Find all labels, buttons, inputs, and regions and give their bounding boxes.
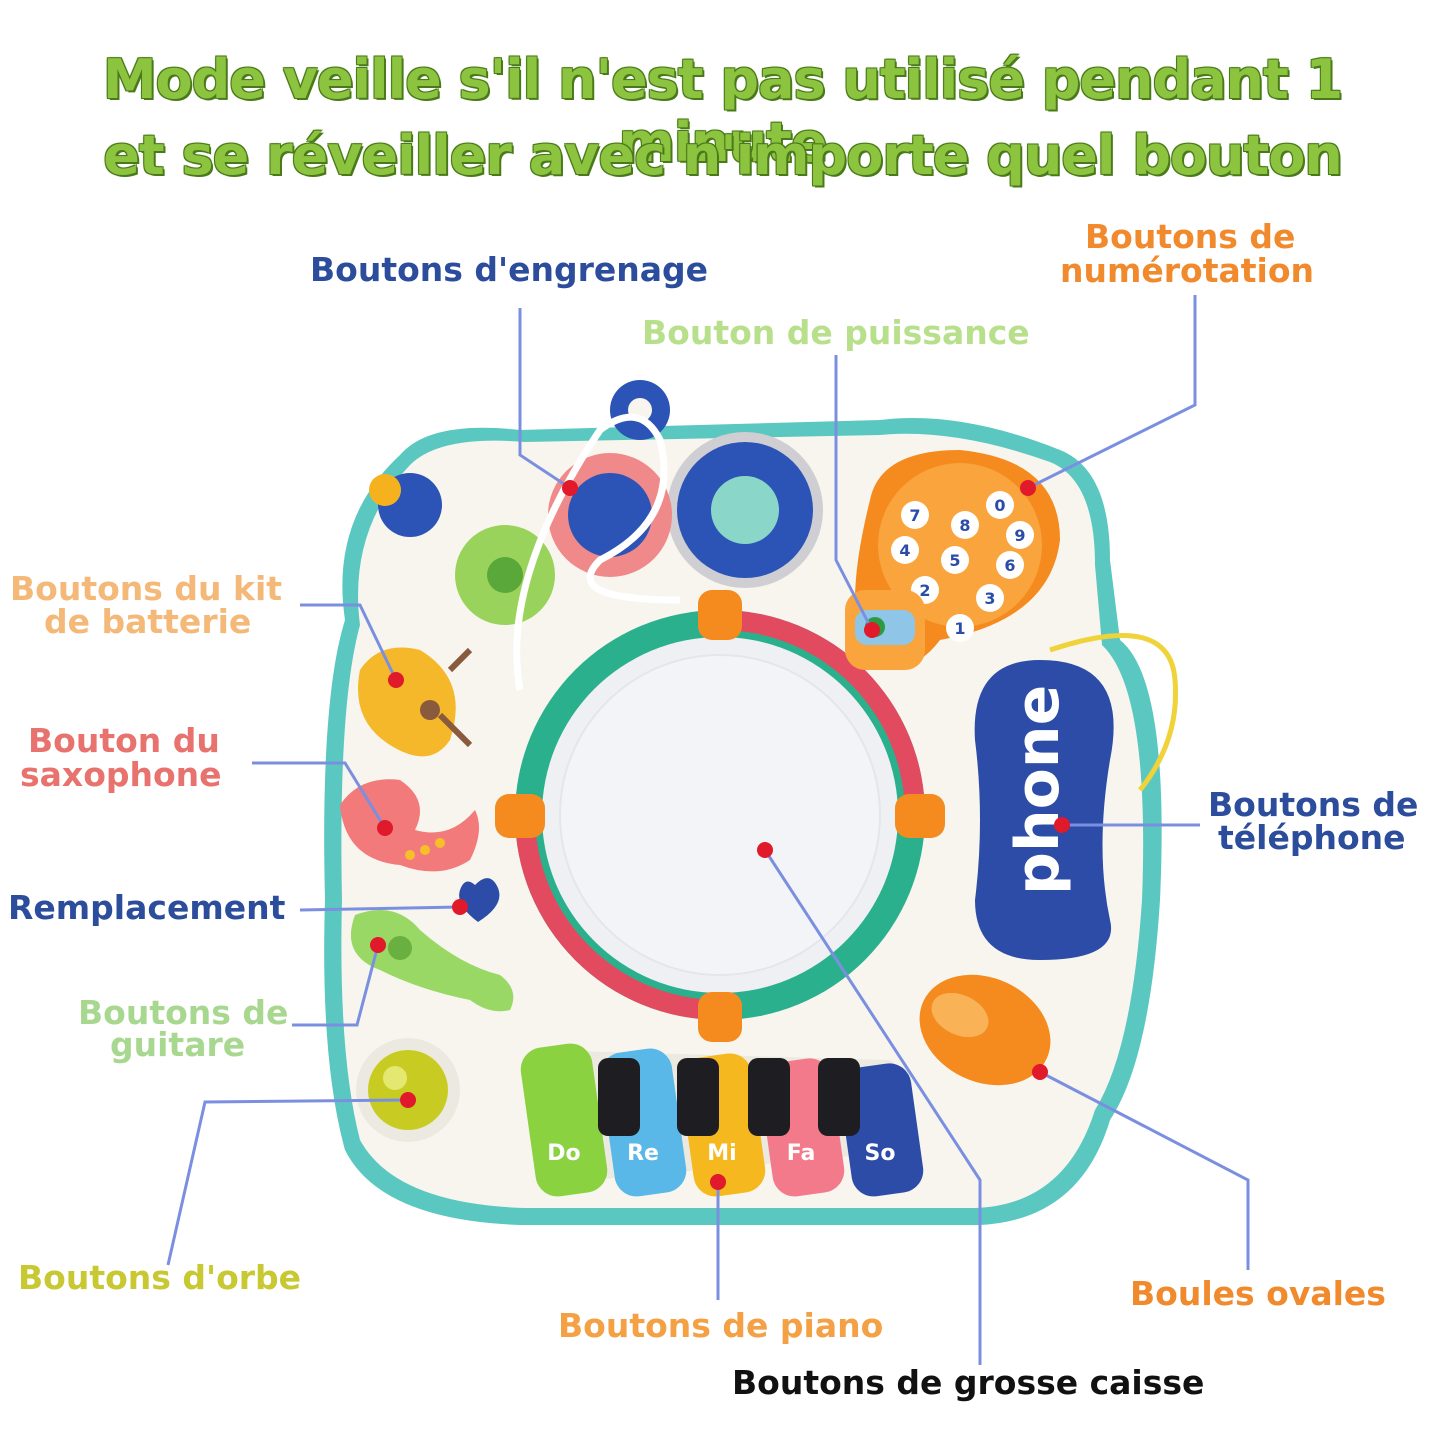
dial-button[interactable]: 3 — [976, 584, 1004, 612]
label-guitar-line-2: guitare — [110, 1025, 246, 1064]
dial-button[interactable]: 6 — [996, 551, 1024, 579]
label-phone-buttons-line-1: Boutons de — [1208, 785, 1419, 824]
piano-key[interactable]: So — [837, 1061, 926, 1200]
dial-button[interactable]: 1 — [946, 614, 974, 642]
dial-digit: 7 — [909, 506, 920, 525]
pointer-dot — [370, 937, 386, 953]
pointer-dots — [370, 480, 1070, 1190]
dial-button[interactable]: 7 — [901, 501, 929, 529]
dial-digit: 0 — [994, 496, 1005, 515]
gears[interactable] — [369, 380, 823, 691]
dial-button[interactable]: 5 — [941, 546, 969, 574]
label-bass-drum-buttons: Boutons de grosse caisse — [732, 1363, 1205, 1402]
headline-line-2: et se réveiller avec n'importe quel bout… — [103, 124, 1343, 187]
pointer-dot — [400, 1092, 416, 1108]
label-oval-balls: Boules ovales — [1130, 1274, 1386, 1313]
replacement-button[interactable] — [459, 878, 500, 922]
label-power-button: Bouton de puissance — [642, 313, 1030, 352]
dial-digit: 3 — [984, 589, 995, 608]
pointer-line — [299, 905, 461, 912]
dial-button[interactable]: 0 — [986, 491, 1014, 519]
piano-black-key[interactable] — [748, 1058, 790, 1136]
label-saxophone-line-1: Bouton du — [28, 721, 220, 760]
pointer-dot — [377, 820, 393, 836]
drum-kit[interactable] — [358, 647, 473, 757]
dial-digit: 8 — [959, 516, 970, 535]
pointer-line — [252, 761, 387, 829]
label-drum-kit-line-2: de batterie — [44, 602, 252, 641]
dial-buttons: 1 2 3 4 5 6 7 8 90 — [891, 491, 1034, 642]
headline-line-1: Mode veille s'il n'est pas utilisé penda… — [102, 48, 1343, 174]
label-guitar-line-1: Boutons de — [78, 993, 289, 1032]
label-saxophone-line-2: saxophone — [20, 755, 222, 794]
label-gear-buttons: Boutons d'engrenage — [310, 250, 709, 289]
label-dial-buttons-line-1: Boutons de — [1085, 217, 1296, 256]
piano-key-label: Re — [627, 1141, 659, 1166]
pointer-line — [834, 355, 874, 631]
phone-handset[interactable]: phone — [974, 632, 1179, 960]
piano-black-key[interactable] — [818, 1058, 860, 1136]
dial-digit: 1 — [954, 619, 965, 638]
label-phone-buttons-line-2: téléphone — [1218, 818, 1406, 857]
label-piano-buttons: Boutons de piano — [558, 1306, 884, 1345]
pointer-dot — [388, 672, 404, 688]
pointer-dot — [1020, 480, 1036, 496]
label-dial-buttons-line-2: numérotation — [1060, 251, 1314, 290]
dial-digit: 9 — [1014, 526, 1025, 545]
dial-digit: 2 — [919, 581, 930, 600]
guitar[interactable] — [350, 910, 514, 1012]
pointer-dot — [1032, 1064, 1048, 1080]
pointer-dot — [452, 899, 468, 915]
pointer-dot — [864, 622, 880, 638]
bass-drum[interactable] — [495, 590, 945, 1042]
dial-button[interactable]: 4 — [891, 536, 919, 564]
orb-button[interactable] — [356, 1038, 460, 1142]
pointer-line — [292, 944, 380, 1027]
piano-key-label: Do — [547, 1141, 580, 1166]
pointer-line — [166, 1098, 409, 1266]
pointer-dot — [562, 480, 578, 496]
saxophone[interactable] — [340, 779, 479, 872]
piano-key-label: So — [865, 1141, 896, 1166]
piano-key-label: Mi — [707, 1141, 736, 1166]
pointer-dot — [757, 842, 773, 858]
piano-key-label: Fa — [787, 1141, 816, 1166]
dial-digit: 6 — [1004, 556, 1015, 575]
pointer-line — [763, 849, 982, 1365]
piano-black-key[interactable] — [598, 1058, 640, 1136]
dial-digit: 5 — [949, 551, 960, 570]
pointer-dot — [710, 1174, 726, 1190]
pointer-line — [300, 603, 398, 681]
pointer-line — [1027, 295, 1197, 490]
dial-button[interactable]: 8 — [951, 511, 979, 539]
piano-key[interactable]: Do — [518, 1041, 610, 1200]
dial-button[interactable]: 9 — [1006, 521, 1034, 549]
dial-digit: 4 — [899, 541, 910, 560]
label-replacement: Remplacement — [8, 888, 286, 927]
power-switch[interactable] — [845, 590, 925, 670]
label-orb-buttons: Boutons d'orbe — [18, 1258, 302, 1297]
pointer-line — [518, 308, 571, 490]
phone-brand-text: phone — [1003, 685, 1073, 895]
pointer-lines — [166, 295, 1250, 1365]
oval-ball[interactable] — [901, 954, 1068, 1106]
pointer-dot — [1054, 817, 1070, 833]
piano-keys: Do Re Mi Fa So — [518, 1041, 926, 1200]
piano-black-key[interactable] — [677, 1058, 719, 1136]
label-drum-kit-line-1: Boutons du kit — [10, 569, 283, 608]
pointer-line — [1039, 1070, 1250, 1270]
